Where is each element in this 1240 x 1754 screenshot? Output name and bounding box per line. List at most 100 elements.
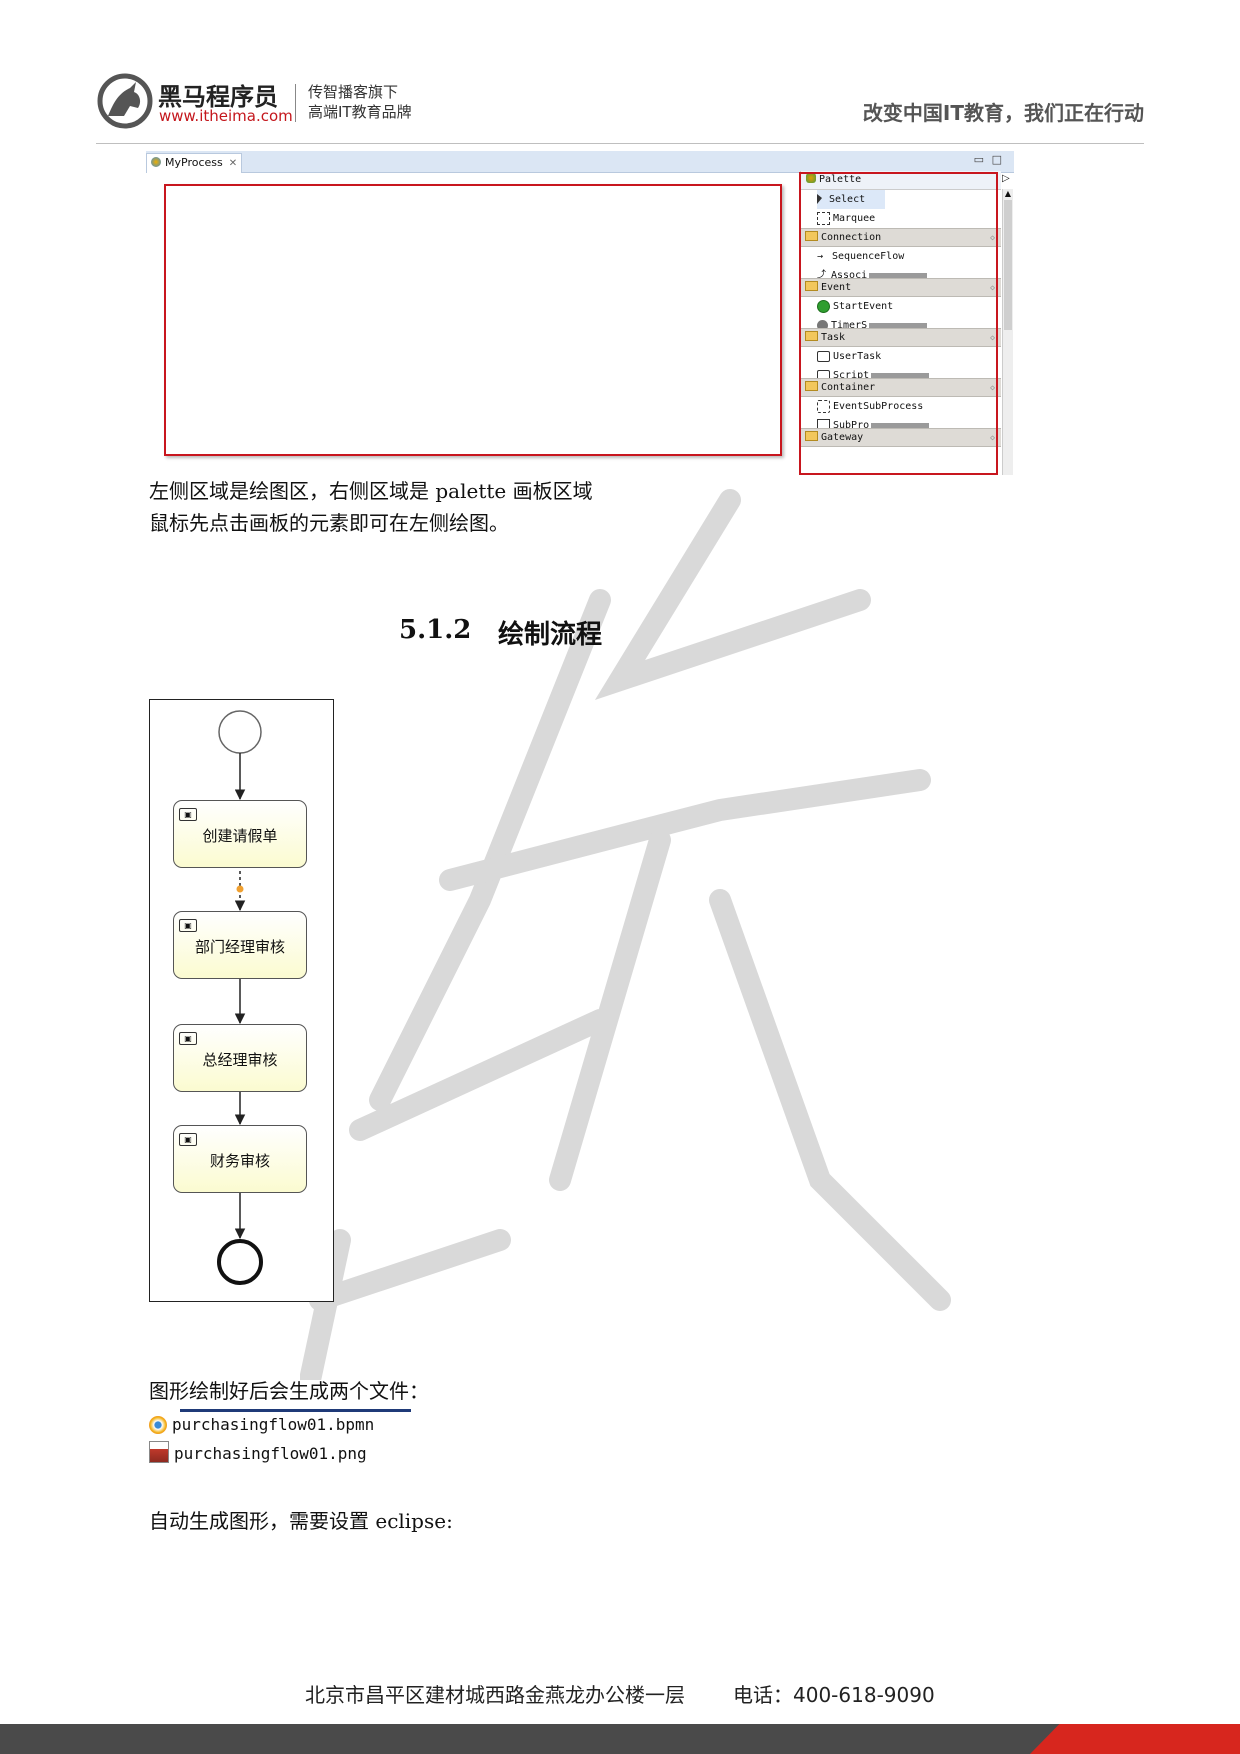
user-task[interactable]: ▣ 总经理审核 bbox=[173, 1024, 307, 1092]
palette-icon bbox=[806, 173, 816, 183]
header-rule bbox=[96, 143, 1144, 144]
flow-connectors bbox=[217, 710, 263, 1285]
file-name: purchasingflow01.png bbox=[174, 1444, 367, 1463]
start-event bbox=[218, 710, 262, 754]
drawer-toggle-icon[interactable]: ◇ bbox=[990, 333, 995, 342]
palette-label: Marquee bbox=[833, 213, 876, 224]
palette-label: SubPro bbox=[833, 420, 870, 428]
bpmn-file-icon bbox=[149, 1416, 167, 1434]
overflow-dropdown-icon[interactable] bbox=[869, 273, 928, 278]
green-circle-icon bbox=[817, 299, 833, 313]
arrow-right-icon: → bbox=[817, 250, 824, 262]
user-task[interactable]: ▣ 部门经理审核 bbox=[173, 911, 307, 979]
brand-url: www.itheima.com bbox=[159, 107, 293, 125]
palette-drawer-task[interactable]: Task◇ bbox=[801, 328, 1001, 347]
palette-label: SequenceFlow bbox=[832, 251, 905, 262]
drawer-toggle-icon[interactable]: ◇ bbox=[990, 383, 995, 392]
palette-drawer-gateway[interactable]: Gateway ◇ bbox=[801, 428, 1001, 447]
user-task[interactable]: ▣ 财务审核 bbox=[173, 1125, 307, 1193]
folder-icon bbox=[805, 231, 818, 241]
arrow-cursor-icon bbox=[817, 194, 829, 205]
palette-label: StartEvent bbox=[833, 301, 894, 312]
palette-label: TimerS bbox=[831, 320, 868, 328]
brand-name: 黑马程序员 bbox=[158, 83, 278, 111]
tab-label: MyProcess bbox=[165, 156, 223, 169]
drawing-canvas[interactable] bbox=[164, 184, 782, 456]
palette-item-associ[interactable]: ⤴ Associ bbox=[801, 266, 1001, 278]
palette-item-sequenceflow[interactable]: → SequenceFlow bbox=[801, 247, 1001, 266]
dashed-box-icon bbox=[817, 399, 833, 413]
palette-item-select[interactable]: Select bbox=[801, 190, 1001, 209]
palette-item-timers[interactable]: TimerS bbox=[801, 316, 1001, 328]
para-click-desc: 鼠标先点击画板的元素即可在左侧绘图。 bbox=[149, 511, 509, 535]
footer-bar bbox=[0, 1724, 1240, 1754]
palette-label: UserTask bbox=[833, 351, 882, 362]
user-task-icon: ▣ bbox=[179, 919, 197, 932]
palette-label: Event bbox=[821, 282, 852, 293]
palette-item-usertask[interactable]: UserTask bbox=[801, 347, 1001, 366]
editor-tab-bar: MyProcess ✕ ▭ □ bbox=[146, 151, 1014, 173]
drawer-toggle-icon[interactable]: ◇ bbox=[990, 433, 995, 442]
drawer-toggle-icon[interactable]: ◇ bbox=[990, 283, 995, 292]
palette-label: Select bbox=[829, 194, 866, 205]
minimize-icon[interactable]: ▭ bbox=[973, 153, 984, 166]
palette-title: Palette bbox=[819, 174, 862, 185]
header: 黑马程序员 www.itheima.com 传智播客旗下 高端IT教育品牌 改变… bbox=[96, 70, 1144, 140]
para-canvas-desc: 左侧区域是绘图区，右侧区域是 palette 画板区域 bbox=[149, 479, 593, 503]
palette-drawer-container[interactable]: Container ◇ bbox=[801, 378, 1001, 397]
timer-icon bbox=[817, 319, 831, 328]
horse-logo-icon bbox=[97, 73, 153, 129]
palette-label: Container bbox=[821, 382, 876, 393]
folder-icon bbox=[805, 281, 818, 291]
flow-handle bbox=[236, 885, 244, 893]
scroll-up-icon[interactable]: ▲ bbox=[1004, 189, 1012, 198]
overflow-dropdown-icon[interactable] bbox=[871, 373, 930, 378]
file-item-bpmn[interactable]: purchasingflow01.bpmn bbox=[149, 1415, 374, 1435]
file-name: purchasingflow01.bpmn bbox=[172, 1415, 375, 1434]
folder-icon bbox=[805, 381, 818, 391]
palette-header: Palette bbox=[801, 171, 1001, 190]
tab-myprocess[interactable]: MyProcess ✕ bbox=[146, 153, 242, 173]
process-icon bbox=[151, 157, 161, 167]
association-icon: ⤴ bbox=[817, 269, 827, 279]
close-icon[interactable]: ✕ bbox=[228, 158, 238, 169]
palette-collapse-icon[interactable]: ▷ bbox=[1002, 173, 1010, 184]
palette-label: Associ bbox=[831, 270, 868, 278]
footer-phone: 电话：400-618-9090 bbox=[733, 1683, 935, 1707]
user-task[interactable]: ▣ 创建请假单 bbox=[173, 800, 307, 868]
script-task-icon bbox=[817, 369, 833, 378]
image-file-icon bbox=[149, 1441, 169, 1463]
palette-item-startevent[interactable]: StartEvent bbox=[801, 297, 1001, 316]
palette-drawer-connection[interactable]: Connection ◇ bbox=[801, 228, 1001, 247]
file-list-underline bbox=[180, 1409, 411, 1412]
palette-item-script[interactable]: Script bbox=[801, 366, 1001, 378]
palette-item-subpro[interactable]: SubPro bbox=[801, 416, 1001, 428]
task-label: 总经理审核 bbox=[202, 1051, 278, 1069]
file-item-png[interactable]: purchasingflow01.png bbox=[149, 1441, 367, 1464]
drawer-toggle-icon[interactable]: ◇ bbox=[990, 233, 995, 242]
section-title: 绘制流程 bbox=[498, 620, 603, 650]
user-task-icon: ▣ bbox=[179, 1032, 197, 1045]
scroll-thumb[interactable] bbox=[1004, 200, 1012, 330]
slogan: 改变中国IT教育，我们正在行动 bbox=[862, 101, 1144, 125]
palette-label: Gateway bbox=[821, 432, 864, 443]
overflow-dropdown-icon[interactable] bbox=[869, 323, 928, 328]
palette-scrollbar[interactable]: ▲ bbox=[1002, 189, 1013, 475]
palette-item-marquee[interactable]: Marquee bbox=[801, 209, 1001, 228]
palette-label: Connection bbox=[821, 232, 882, 243]
process-diagram: ▣ 创建请假单 ▣ 部门经理审核 ▣ 总经理审核 ▣ 财务审核 bbox=[149, 699, 334, 1302]
overflow-dropdown-icon[interactable] bbox=[871, 423, 930, 428]
folder-icon bbox=[805, 331, 818, 341]
para-generated-files: 图形绘制好后会生成两个文件： bbox=[149, 1379, 429, 1403]
palette-item-eventsubprocess[interactable]: EventSubProcess bbox=[801, 397, 1001, 416]
para-eclipse-setting: 自动生成图形，需要设置 eclipse: bbox=[149, 1509, 453, 1533]
brand-subtitle-1: 传智播客旗下 bbox=[308, 83, 399, 101]
subprocess-icon bbox=[817, 418, 833, 428]
task-label: 财务审核 bbox=[209, 1152, 270, 1170]
maximize-icon[interactable]: □ bbox=[991, 153, 1002, 166]
palette-highlight bbox=[799, 172, 998, 475]
user-task-icon: ▣ bbox=[179, 1133, 197, 1146]
palette-drawer-event[interactable]: Event ◇ bbox=[801, 278, 1001, 297]
